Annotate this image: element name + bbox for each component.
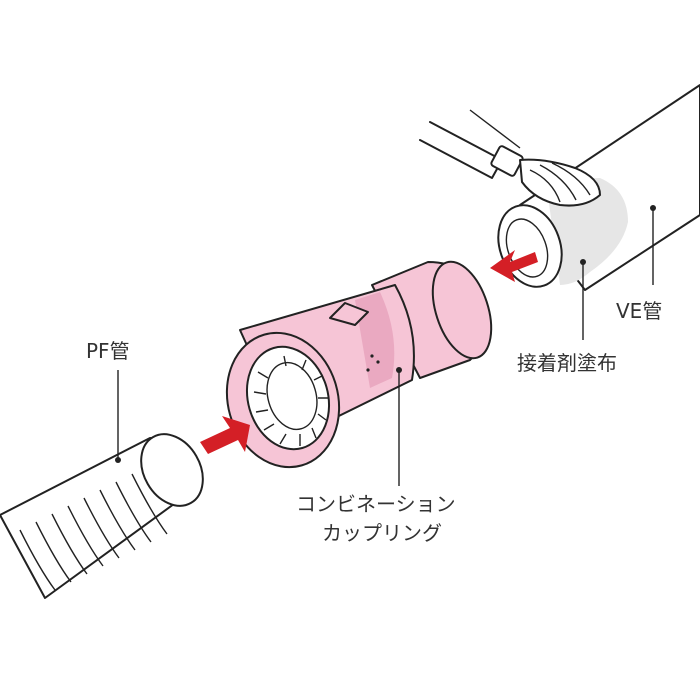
- red-arrow-icon-ve: [490, 250, 538, 282]
- leader-lines: [115, 205, 656, 486]
- coupling-label-line1: コンビネーション: [296, 492, 456, 516]
- coupling-label-line2: カップリング: [322, 521, 442, 545]
- brush-icon: [419, 109, 601, 207]
- combination-coupling: [225, 260, 493, 469]
- ve-pipe-label: VE管: [616, 299, 662, 323]
- red-arrow-icon: [200, 416, 250, 454]
- pf-pipe-label: PF管: [86, 339, 130, 363]
- pf-pipe: [0, 433, 204, 599]
- adhesive-label: 接着剤塗布: [517, 351, 617, 375]
